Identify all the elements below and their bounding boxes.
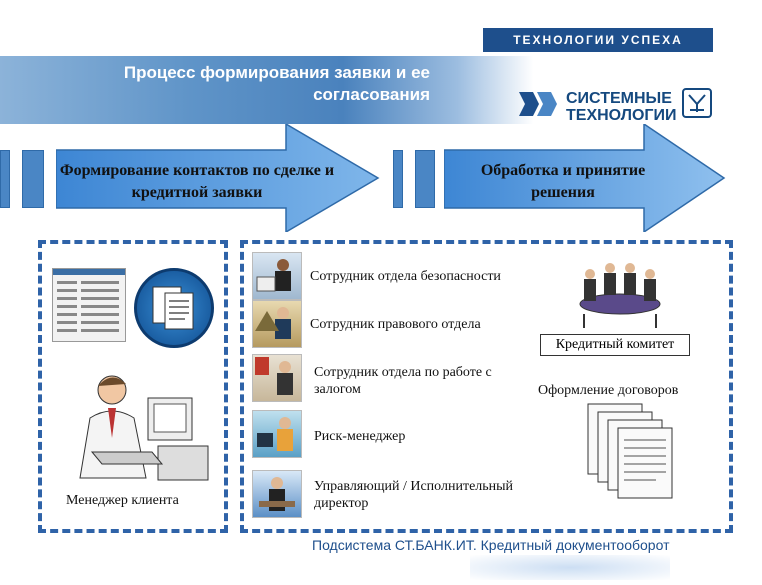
brand-tagline: ТЕХНОЛОГИИ УСПЕХА [483, 28, 713, 52]
role-label-collateral-text: Сотрудник отдела по работе с залогом [314, 365, 492, 397]
stage-label-2: Обработка и принятие решения [480, 162, 646, 201]
stage-arrow-1 [56, 124, 380, 232]
credit-committee-label: Кредитный комитет [540, 334, 690, 356]
application-form-thumbnail [52, 268, 126, 342]
contracts-label: Оформление договоров [538, 383, 679, 398]
documents-icon [134, 268, 214, 348]
contracts-documents-icon [587, 403, 673, 499]
role-label-security: Сотрудник отдела безопасности [310, 269, 501, 284]
role-label-director-text: Управляющий / Исполнительный директор [314, 479, 514, 511]
partner-logo-icon [682, 88, 712, 118]
collateral-officer-photo [252, 354, 302, 402]
company-logo-icon [519, 92, 557, 116]
role-label-legal: Сотрудник правового отдела [310, 317, 481, 332]
client-manager-caption: Менеджер клиента [66, 493, 179, 508]
stage-arrow-2 [444, 124, 726, 232]
logo-line-2: ТЕХНОЛОГИИ [566, 107, 677, 124]
role-label-risk: Риск-менеджер [314, 429, 406, 444]
client-manager-illustration [79, 375, 209, 481]
security-officer-photo [252, 252, 302, 300]
credit-committee-illustration [579, 263, 661, 328]
stage-label-1: Формирование контактов по сделке и креди… [59, 162, 335, 201]
role-label-collateral: Сотрудник отдела по работе с залогом [314, 364, 494, 398]
risk-manager-photo [252, 410, 302, 458]
stage-stripe [22, 150, 44, 208]
role-label-director: Управляющий / Исполнительный директор [314, 478, 514, 512]
footer-glow [470, 555, 670, 580]
client-manager-panel [38, 240, 228, 533]
stage-stripe [415, 150, 435, 208]
legal-officer-photo [252, 300, 302, 348]
stage-stripe [0, 150, 10, 208]
director-photo [252, 470, 302, 518]
title-banner [0, 56, 762, 124]
decision-panel [240, 240, 733, 533]
logo-line-1: СИСТЕМНЫЕ [566, 90, 672, 107]
stage-stripe [393, 150, 403, 208]
company-logo-text: СИСТЕМНЫЕ ТЕХНОЛОГИИ [566, 90, 676, 124]
page-title: Процесс формирования заявки и ее согласо… [123, 63, 430, 104]
subsystem-caption: Подсистема СТ.БАНК.ИТ. Кредитный докумен… [312, 537, 670, 553]
